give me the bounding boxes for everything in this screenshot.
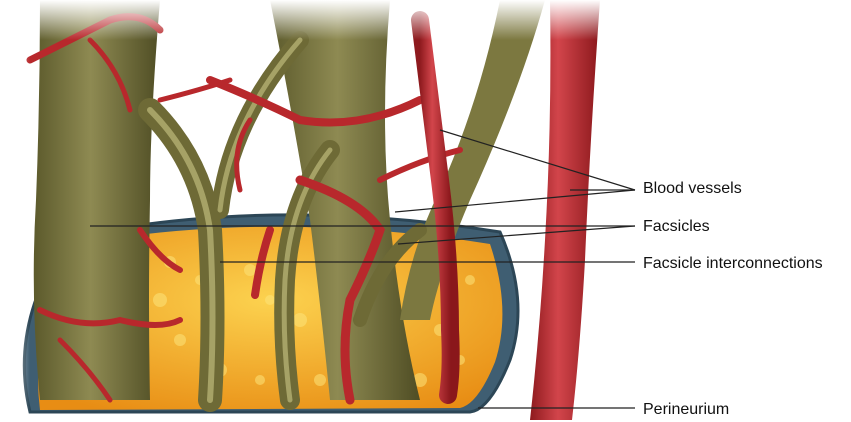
label-perineurium: Perineurium (643, 401, 729, 419)
leader-blood-vessels-3 (395, 190, 635, 212)
fascicle-left (34, 0, 160, 400)
label-blood-vessels: Blood vessels (643, 180, 742, 198)
left-fade (0, 0, 30, 422)
label-facsicle-interconnections: Facsicle interconnections (643, 255, 823, 273)
blood-vessel-large-right (530, 0, 600, 420)
label-facsicles: Facsicles (643, 218, 710, 236)
top-fade (0, 0, 620, 40)
right-blank (612, 0, 851, 422)
